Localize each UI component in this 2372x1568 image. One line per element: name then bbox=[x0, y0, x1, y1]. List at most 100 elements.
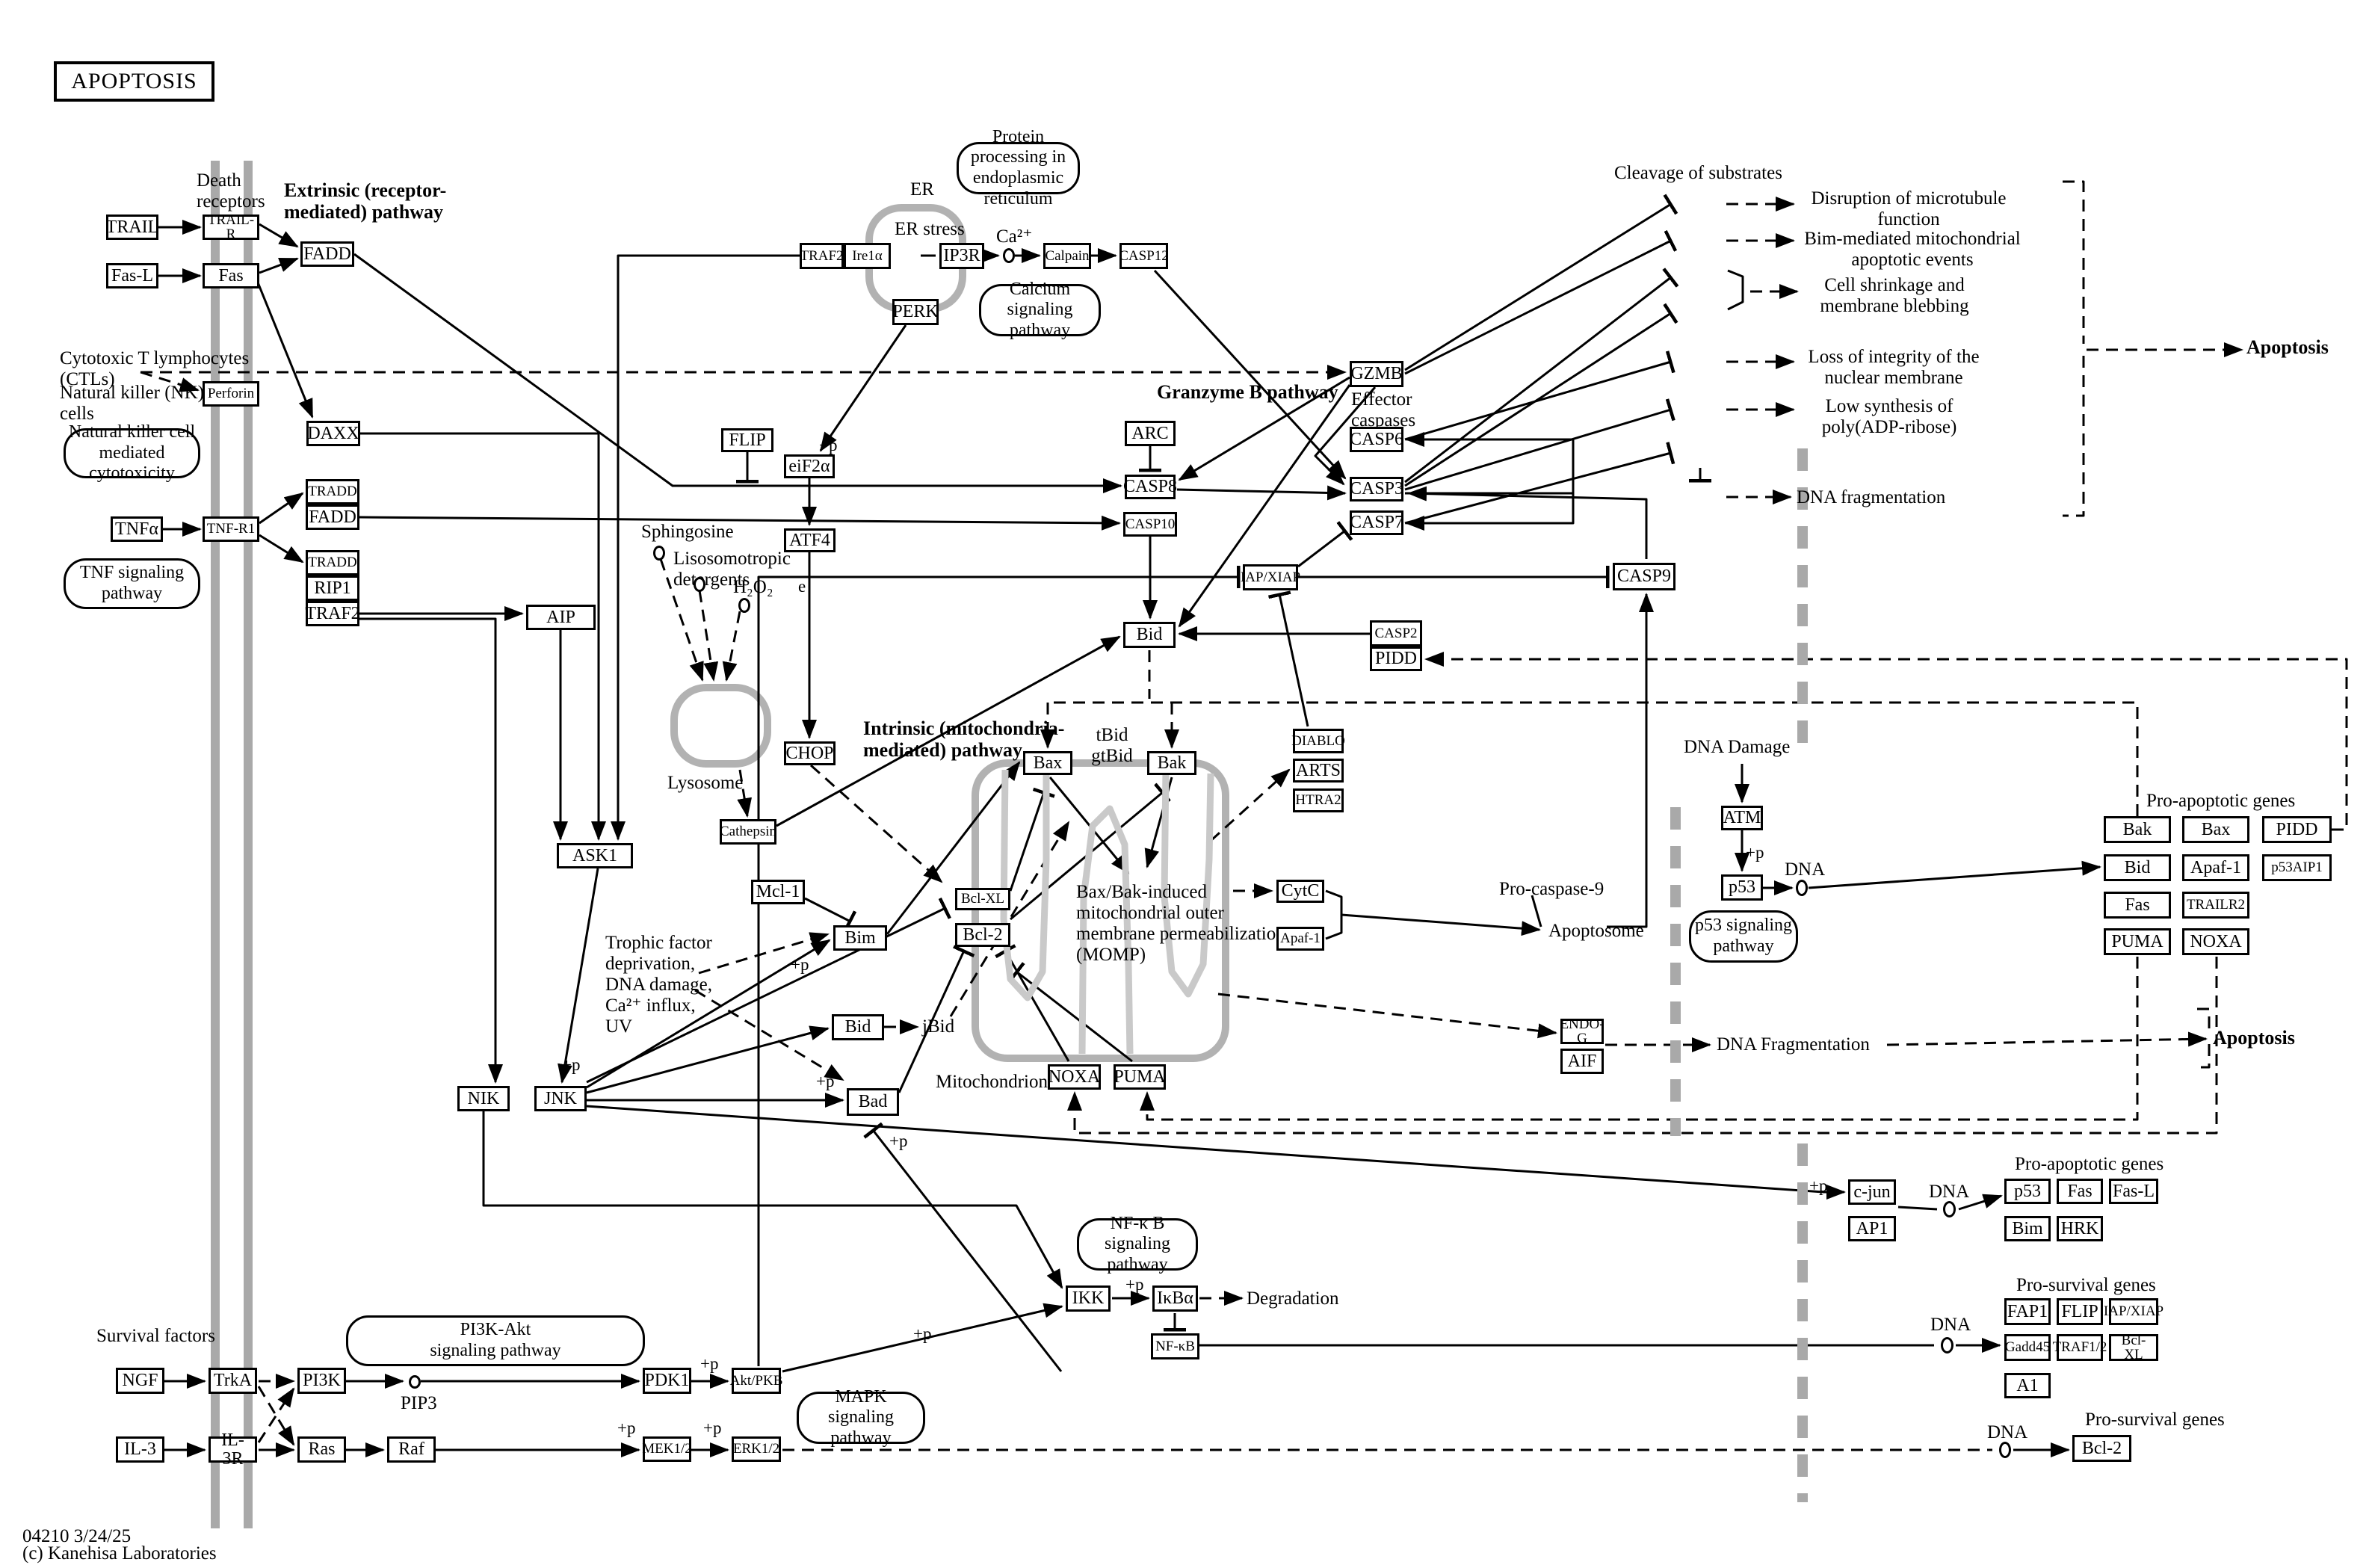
node-arc[interactable]: ARC bbox=[1125, 421, 1176, 446]
node-erk12[interactable]: ERK1/2 bbox=[732, 1436, 781, 1462]
node-raf[interactable]: Raf bbox=[387, 1436, 436, 1463]
node-htra2[interactable]: HTRA2 bbox=[1293, 788, 1344, 812]
gene-gadd45[interactable]: Gadd45 bbox=[2004, 1334, 2051, 1361]
node-puma[interactable]: PUMA bbox=[1114, 1064, 1166, 1090]
node-mek12[interactable]: MEK1/2 bbox=[642, 1436, 692, 1462]
node-endog[interactable]: ENDO-G bbox=[1560, 1016, 1605, 1046]
node-rip1[interactable]: RIP1 bbox=[306, 575, 359, 601]
gene2-fas[interactable]: Fas bbox=[2057, 1179, 2103, 1204]
node-trail[interactable]: TRAIL bbox=[106, 214, 158, 240]
gene2-fasl[interactable]: Fas-L bbox=[2109, 1179, 2158, 1204]
node-atf4[interactable]: ATF4 bbox=[784, 528, 836, 552]
node-nik[interactable]: NIK bbox=[457, 1086, 510, 1111]
node-fas[interactable]: Fas bbox=[203, 263, 259, 288]
gene-traf12[interactable]: TRAF1/2 bbox=[2053, 1334, 2107, 1361]
node-bax[interactable]: Bax bbox=[1023, 751, 1072, 775]
node-il3[interactable]: IL-3 bbox=[116, 1436, 164, 1463]
node-perk[interactable]: PERK bbox=[892, 299, 939, 325]
node-tradd-1[interactable]: TRADD bbox=[306, 479, 359, 504]
node-bclxl[interactable]: Bcl-XL bbox=[955, 888, 1010, 910]
gene-p53aip1[interactable]: p53AIP1 bbox=[2262, 854, 2332, 881]
node-bak[interactable]: Bak bbox=[1147, 751, 1196, 775]
node-trka[interactable]: TrkA bbox=[209, 1368, 257, 1394]
node-cathepsin[interactable]: Cathepsin bbox=[720, 819, 776, 845]
node-casp9[interactable]: CASP9 bbox=[1613, 563, 1675, 590]
node-casp12[interactable]: CASP12 bbox=[1119, 243, 1169, 269]
node-aip[interactable]: AIP bbox=[526, 605, 596, 630]
node-pdk1[interactable]: PDK1 bbox=[643, 1368, 691, 1394]
node-iap-xiap[interactable]: IAP/XIAP bbox=[1241, 564, 1300, 590]
node-akt[interactable]: Akt/PKB bbox=[730, 1368, 782, 1394]
gene-fap1[interactable]: FAP1 bbox=[2004, 1298, 2051, 1325]
pathway-protein-processing[interactable]: Protein processing in endoplasmic reticu… bbox=[957, 127, 1080, 209]
node-bad[interactable]: Bad bbox=[847, 1088, 899, 1116]
node-chop[interactable]: CHOP bbox=[784, 741, 836, 765]
node-casp10[interactable]: CASP10 bbox=[1123, 512, 1177, 537]
gene-apaf1[interactable]: Apaf-1 bbox=[2182, 854, 2249, 881]
gene2-bim[interactable]: Bim bbox=[2004, 1216, 2051, 1241]
node-casp3[interactable]: CASP3 bbox=[1350, 477, 1403, 501]
gene-pidd[interactable]: PIDD bbox=[2262, 816, 2332, 843]
node-cjun[interactable]: c-jun bbox=[1848, 1179, 1896, 1205]
node-diablo[interactable]: DIABLO bbox=[1291, 729, 1345, 753]
node-perforin[interactable]: Perforin bbox=[203, 381, 259, 407]
node-eif2a[interactable]: eiF2α bbox=[784, 454, 835, 478]
node-jnk[interactable]: JNK bbox=[534, 1086, 587, 1111]
node-aif[interactable]: AIF bbox=[1560, 1049, 1604, 1074]
node-trailr[interactable]: TRAIL-R bbox=[203, 212, 259, 241]
gene-puma[interactable]: PUMA bbox=[2104, 928, 2171, 955]
node-mcl1-mid[interactable]: Mcl-1 bbox=[751, 880, 805, 904]
gene-iap-xiap[interactable]: IAP/XIAP bbox=[2104, 1298, 2163, 1325]
node-p53[interactable]: p53 bbox=[1721, 874, 1763, 901]
node-ras[interactable]: Ras bbox=[297, 1436, 346, 1463]
node-bcl2[interactable]: Bcl-2 bbox=[955, 923, 1010, 947]
node-flip[interactable]: FLIP bbox=[721, 428, 773, 452]
gene2-p53[interactable]: p53 bbox=[2004, 1179, 2051, 1204]
pathway-nk-cytotoxicity[interactable]: Natural killer cell mediated cytotoxicit… bbox=[64, 422, 200, 483]
node-casp6[interactable]: CASP6 bbox=[1350, 427, 1403, 452]
gene2-hrk[interactable]: HRK bbox=[2057, 1216, 2103, 1241]
node-calpain[interactable]: Calpain bbox=[1043, 243, 1091, 269]
gene-trailr2[interactable]: TRAILR2 bbox=[2182, 892, 2249, 919]
node-pidd[interactable]: PIDD bbox=[1370, 646, 1422, 671]
gene-noxa[interactable]: NOXA bbox=[2182, 928, 2249, 955]
node-bid-upper[interactable]: Bid bbox=[1123, 622, 1176, 648]
gene-flip[interactable]: FLIP bbox=[2057, 1298, 2103, 1325]
pathway-calcium-signaling[interactable]: Calcium signaling pathway bbox=[979, 280, 1101, 340]
node-daxx[interactable]: DAXX bbox=[306, 421, 360, 446]
gene-bax[interactable]: Bax bbox=[2182, 816, 2249, 843]
gene-a1[interactable]: A1 bbox=[2004, 1373, 2051, 1398]
node-gzmb[interactable]: GZMB bbox=[1350, 361, 1403, 387]
node-ip3r[interactable]: IP3R bbox=[939, 243, 984, 269]
node-tradd-2[interactable]: TRADD bbox=[306, 550, 359, 575]
node-arts[interactable]: ARTS bbox=[1293, 759, 1344, 783]
node-cytc[interactable]: CytC bbox=[1276, 880, 1324, 903]
pathway-pi3k-akt[interactable]: PI3K-Akt signaling pathway bbox=[346, 1315, 645, 1366]
node-traf2-er[interactable]: TRAF2 bbox=[800, 243, 844, 269]
node-atm[interactable]: ATM bbox=[1721, 806, 1763, 830]
pathway-nfkb-signaling[interactable]: NF-κ B signaling pathway bbox=[1077, 1214, 1198, 1274]
node-ikk[interactable]: IKK bbox=[1066, 1285, 1111, 1312]
node-casp7[interactable]: CASP7 bbox=[1350, 510, 1403, 535]
node-casp8[interactable]: CASP8 bbox=[1123, 475, 1177, 499]
pathway-mapk[interactable]: MAPK signaling pathway bbox=[797, 1387, 925, 1448]
node-tnfa[interactable]: TNFα bbox=[111, 516, 163, 542]
node-tnfr1[interactable]: TNF-R1 bbox=[203, 516, 259, 542]
node-bid-mid[interactable]: Bid bbox=[832, 1014, 884, 1040]
gene-bcl2[interactable]: Bcl-2 bbox=[2072, 1435, 2131, 1462]
node-pi3k[interactable]: PI3K bbox=[297, 1368, 346, 1394]
node-ap1[interactable]: AP1 bbox=[1848, 1216, 1896, 1241]
node-ikba[interactable]: IκBα bbox=[1152, 1285, 1198, 1312]
node-nfkb[interactable]: NF-κB bbox=[1151, 1333, 1199, 1359]
pathway-tnf-signaling[interactable]: TNF signaling pathway bbox=[64, 558, 200, 609]
gene-fas[interactable]: Fas bbox=[2104, 892, 2171, 919]
node-casp2[interactable]: CASP2 bbox=[1370, 620, 1422, 646]
gene-bclxl[interactable]: Bcl-XL bbox=[2109, 1333, 2158, 1362]
node-il3r[interactable]: IL-3R bbox=[209, 1431, 257, 1468]
node-fadd-2[interactable]: FADD bbox=[306, 504, 359, 530]
node-noxa[interactable]: NOXA bbox=[1048, 1064, 1101, 1090]
gene-bak[interactable]: Bak bbox=[2104, 816, 2171, 843]
pathway-p53-signaling[interactable]: p53 signaling pathway bbox=[1689, 910, 1798, 963]
node-apaf1[interactable]: Apaf-1 bbox=[1276, 927, 1324, 951]
node-fasl[interactable]: Fas-L bbox=[106, 263, 158, 288]
